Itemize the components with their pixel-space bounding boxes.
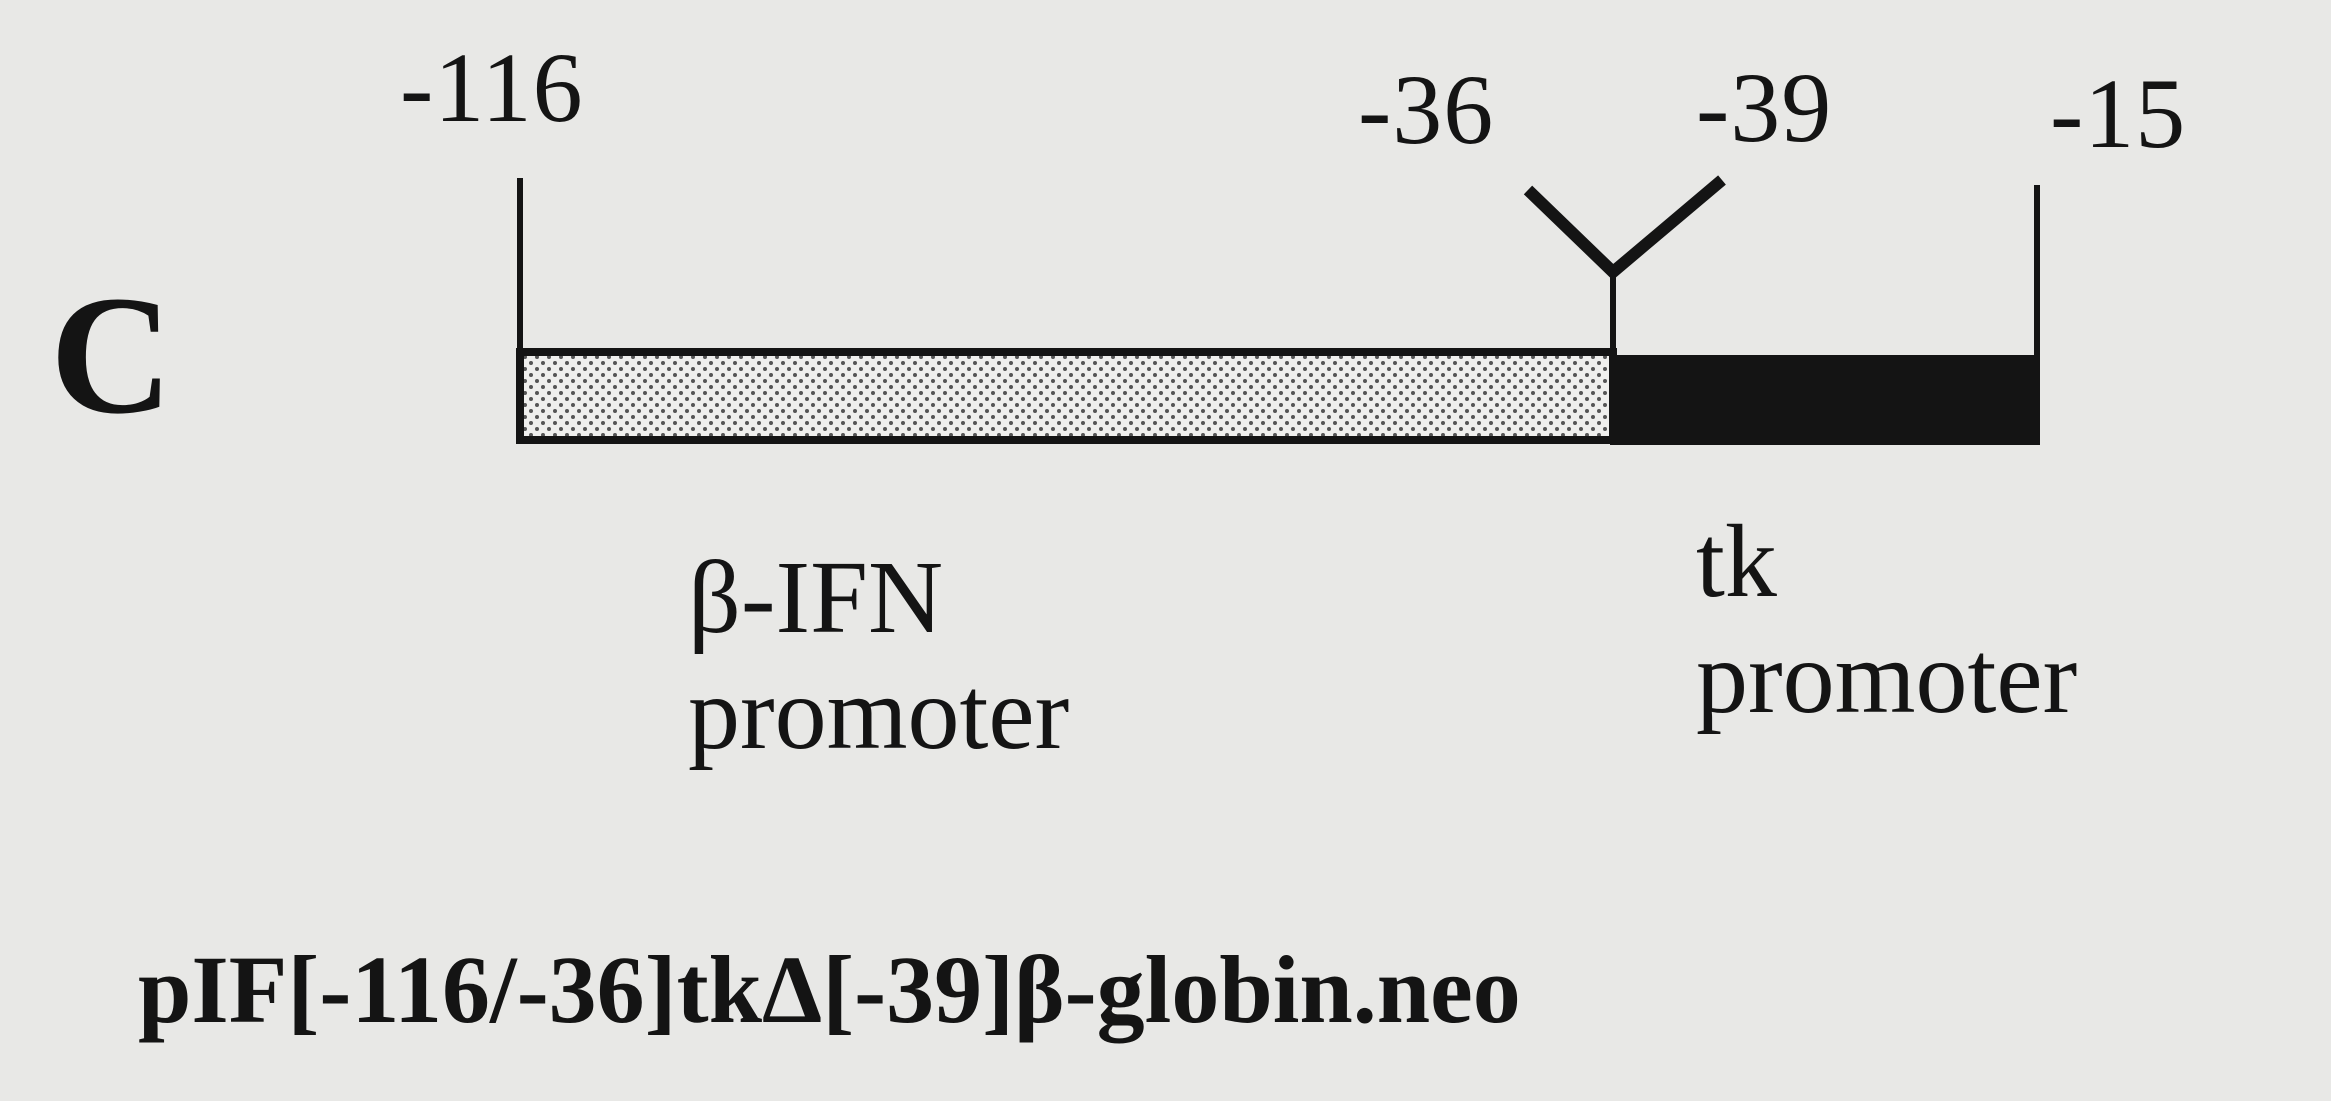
beta-ifn-promoter-word: promoter [688,656,1070,772]
panel-label: C [50,261,173,449]
tk-promoter-label: tk promoter [1696,504,2077,737]
position-junction-right-label: -39 [1696,52,1833,163]
beta-ifn-promoter-label: β-IFN promoter [688,540,1069,773]
beta-ifn-name: β-IFN [688,540,944,655]
position-junction-left-label: -36 [1358,54,1495,165]
junction-v-marker [1523,175,1726,281]
construct-name: pIF[-116/-36]tkΔ[-39]β-globin.neo [138,936,1521,1043]
tk-name: tk [1696,504,1777,619]
position-start-label: -116 [400,32,584,143]
position-end-label: -15 [2050,58,2187,169]
tk-segment [1610,355,2040,445]
beta-ifn-segment [516,348,1617,444]
tk-promoter-word: promoter [1696,620,2078,736]
